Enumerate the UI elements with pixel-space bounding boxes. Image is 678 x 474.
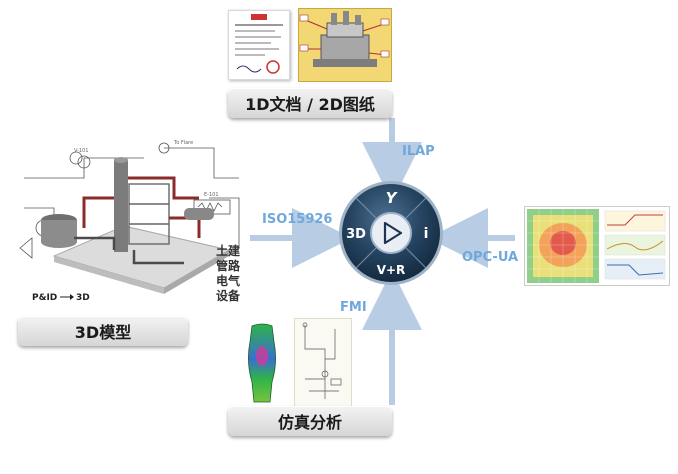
schematic-thumbnail bbox=[294, 318, 352, 408]
connector-label-top: ILAP bbox=[402, 144, 435, 159]
sim-box: 仿真分析 bbox=[228, 406, 392, 436]
side-label-equipment: 设备 bbox=[216, 289, 241, 303]
certificate-doc-thumbnail bbox=[228, 10, 290, 80]
hub-compass: Y 3D i V+R bbox=[336, 178, 446, 288]
svg-text:E-101: E-101 bbox=[204, 192, 219, 198]
hub-label-bottom: V+R bbox=[377, 263, 406, 277]
pid-label: P&ID bbox=[32, 293, 57, 303]
svg-text:To Flare: To Flare bbox=[173, 140, 193, 146]
equipment-drawing-thumbnail bbox=[298, 8, 392, 82]
hub-label-left: 3D bbox=[346, 227, 366, 242]
opc-data-thumbnail bbox=[524, 206, 670, 286]
side-label-electrical: 电气 bbox=[216, 274, 241, 288]
plant-3d-model-illustration: V-101 E-101 To Flare bbox=[14, 138, 246, 308]
svg-text:V-101: V-101 bbox=[74, 148, 88, 154]
connector-label-bottom: FMI bbox=[340, 300, 367, 315]
hub-label-right: i bbox=[424, 226, 429, 242]
model-box: 3D模型 bbox=[18, 316, 188, 346]
model-side-labels: 土建 管路 电气 设备 bbox=[216, 244, 240, 304]
pid-3d-label: 3D bbox=[76, 293, 90, 303]
connector-label-left: ISO15926 bbox=[262, 212, 333, 227]
connector-label-right: OPC-UA bbox=[462, 250, 519, 265]
fem-simulation-thumbnail bbox=[240, 322, 284, 406]
hub-label-top: Y bbox=[386, 189, 399, 207]
side-label-piping: 管路 bbox=[216, 259, 241, 273]
docs-box: 1D文档 / 2D图纸 bbox=[228, 88, 392, 118]
side-label-civil: 土建 bbox=[216, 244, 241, 258]
